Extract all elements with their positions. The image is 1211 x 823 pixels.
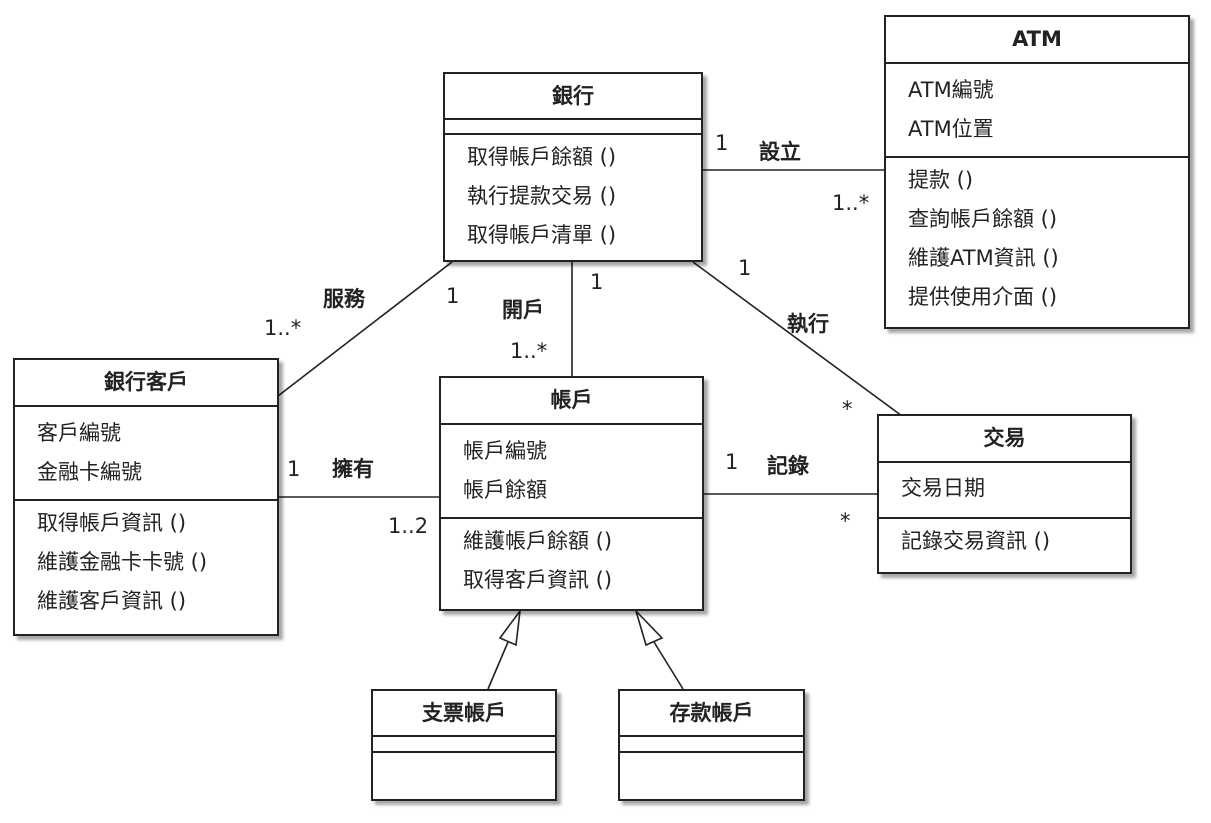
customer-attribute: 金融卡編號 [37,460,142,484]
record-mult-transaction: * [840,509,851,533]
class-bank-name: 銀行 [445,74,701,120]
own-mult-customer: 1 [287,457,301,481]
serve-mult-customer: 1..* [264,316,302,340]
savings-generalization-line [653,641,684,690]
class-customer[interactable]: 銀行客戶 客戶編號 金融卡編號 取得帳戶資訊 () 維護金融卡卡號 () 維護客… [13,358,279,636]
bank-operation: 取得帳戶餘額 () [467,145,617,169]
checking-generalization-arrow [498,608,522,647]
class-bank[interactable]: 銀行 取得帳戶餘額 () 執行提款交易 () 取得帳戶清單 () [443,72,703,262]
customer-attribute: 客戶編號 [37,421,121,445]
class-transaction-operations: 記錄交易資訊 () [879,519,1130,561]
class-atm[interactable]: ATM ATM編號 ATM位置 提款 () 查詢帳戶餘額 () 維護ATM資訊 … [884,15,1190,329]
class-bank-attributes [445,120,701,135]
class-checking-name: 支票帳戶 [373,691,555,737]
bank-operation: 取得帳戶清單 () [467,223,617,247]
serve-label: 服務 [323,287,365,311]
class-account-attributes: 帳戶編號 帳戶餘額 [441,425,702,519]
execute-line [692,261,903,417]
class-atm-name: ATM [886,17,1188,64]
class-account[interactable]: 帳戶 帳戶編號 帳戶餘額 維護帳戶餘額 () 取得客戶資訊 () [439,376,704,611]
atm-operation: 查詢帳戶餘額 () [908,207,1058,231]
class-transaction[interactable]: 交易 交易日期 記錄交易資訊 () [877,414,1132,574]
class-transaction-name: 交易 [879,416,1130,463]
setup-mult-bank: 1 [715,131,729,155]
record-label: 記錄 [767,454,809,478]
serve-mult-bank: 1 [446,284,460,308]
execute-label: 執行 [787,312,829,336]
checking-generalization-line [487,641,509,690]
class-account-name: 帳戶 [441,378,702,425]
account-attribute: 帳戶餘額 [463,478,547,502]
class-customer-name: 銀行客戶 [15,360,277,407]
customer-operation: 維護客戶資訊 () [37,589,187,613]
class-customer-attributes: 客戶編號 金融卡編號 [15,407,277,501]
account-operation: 取得客戶資訊 () [463,568,613,592]
class-bank-operations: 取得帳戶餘額 () 執行提款交易 () 取得帳戶清單 () [445,135,701,255]
atm-attribute: ATM編號 [908,78,994,102]
bank-operation: 執行提款交易 () [467,184,617,208]
execute-mult-bank: 1 [738,256,752,280]
open-mult-bank: 1 [590,270,604,294]
class-savings[interactable]: 存款帳戶 [618,689,805,801]
class-transaction-attributes: 交易日期 [879,463,1130,519]
atm-attribute: ATM位置 [908,117,994,141]
setup-label: 設立 [759,140,801,164]
atm-operation: 提供使用介面 () [908,285,1058,309]
class-atm-operations: 提款 () 查詢帳戶餘額 () 維護ATM資訊 () 提供使用介面 () [886,158,1188,317]
savings-generalization-arrow [635,610,664,647]
class-savings-attributes [620,737,803,753]
class-account-operations: 維護帳戶餘額 () 取得客戶資訊 () [441,519,702,600]
customer-operation: 取得帳戶資訊 () [37,511,187,535]
own-label: 擁有 [332,457,374,481]
class-savings-name: 存款帳戶 [620,691,803,737]
account-operation: 維護帳戶餘額 () [463,529,613,553]
atm-operation: 維護ATM資訊 () [908,246,1059,270]
class-checking[interactable]: 支票帳戶 [371,689,557,801]
open-label: 開戶 [502,298,544,322]
own-mult-account: 1..2 [388,514,429,538]
class-atm-attributes: ATM編號 ATM位置 [886,64,1188,158]
class-customer-operations: 取得帳戶資訊 () 維護金融卡卡號 () 維護客戶資訊 () [15,501,277,621]
customer-operation: 維護金融卡卡號 () [37,550,208,574]
class-checking-attributes [373,737,555,753]
record-mult-account: 1 [725,450,739,474]
serve-line [277,261,453,397]
open-mult-account: 1..* [510,339,548,363]
atm-operation: 提款 () [908,168,974,192]
transaction-attribute: 交易日期 [901,476,985,500]
setup-mult-atm: 1..* [832,191,870,215]
execute-mult-transaction: * [842,397,853,421]
transaction-operation: 記錄交易資訊 () [901,529,1051,553]
account-attribute: 帳戶編號 [463,439,547,463]
